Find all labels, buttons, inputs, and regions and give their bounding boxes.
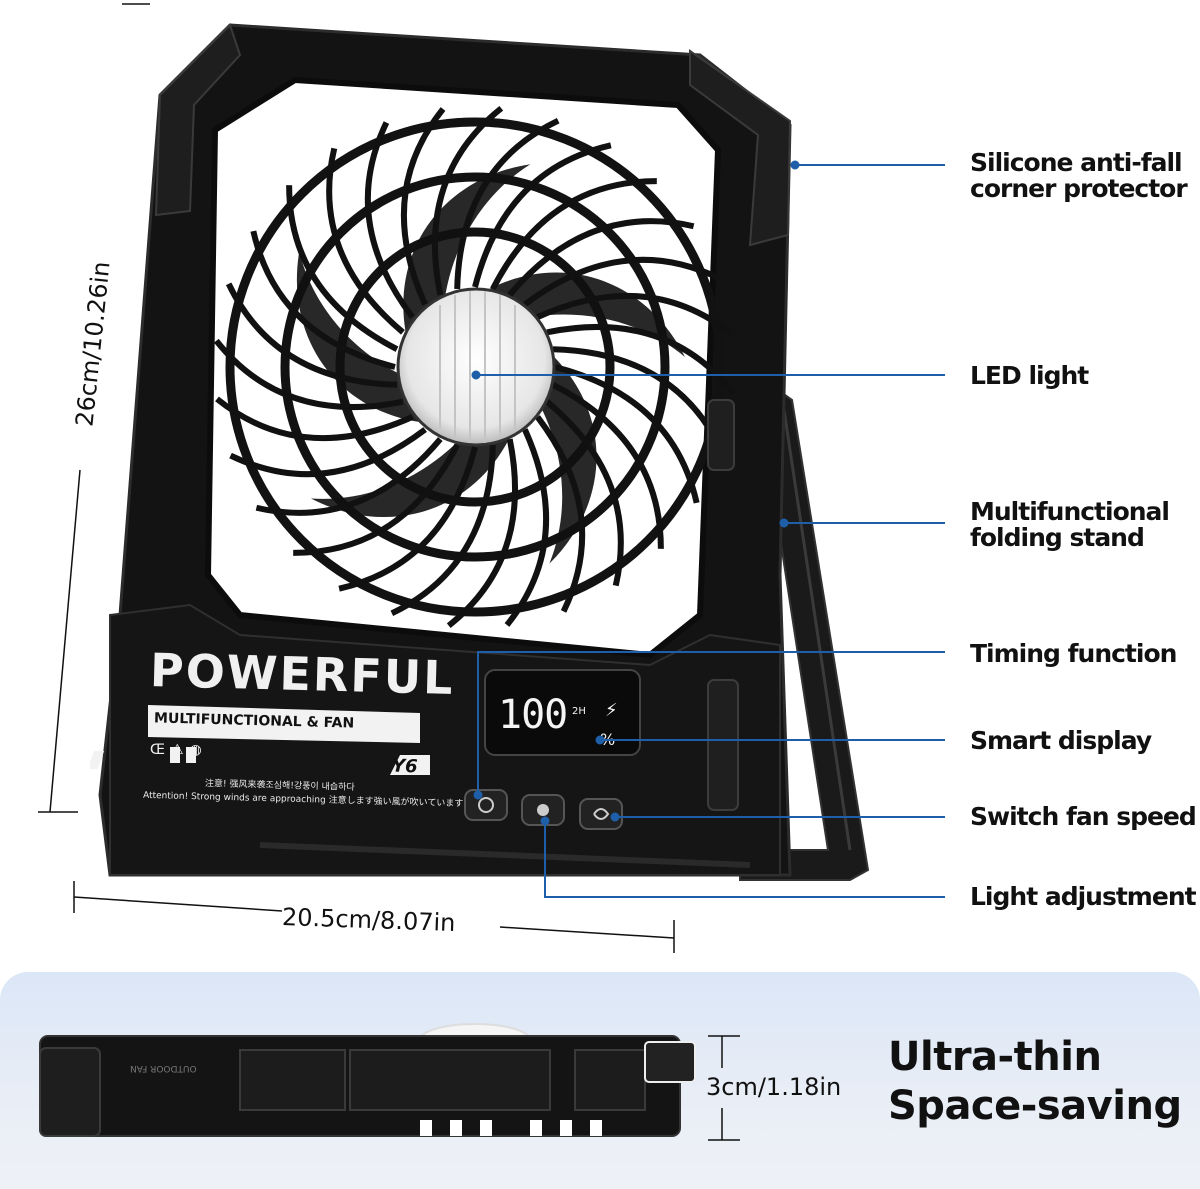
width-dimension (73, 881, 675, 953)
grille-rib (446, 438, 519, 629)
fan-body (90, 23, 792, 877)
grille-rib (507, 218, 695, 297)
slogan-line-2: Space-saving (888, 1083, 1182, 1129)
grille-rib (326, 147, 405, 335)
fan-blade (475, 272, 685, 357)
callout-led-line1: LED light (970, 361, 1089, 390)
grille-rib (255, 437, 443, 516)
grille-rib (229, 427, 427, 478)
callout-corner-line2: corner protector (970, 174, 1188, 203)
grille-rib (225, 282, 398, 388)
warning-icon: ⚠ (170, 742, 190, 758)
callout-stand-line2: folding stand (970, 523, 1145, 552)
display-timer: 2H (572, 706, 586, 717)
grille-rib (545, 399, 624, 587)
callout-light-adjustment: Light adjustment (970, 882, 1197, 911)
grille-rib (536, 292, 735, 338)
grille-rib (250, 230, 396, 370)
folding-stand (739, 388, 870, 881)
grille-rib (338, 446, 478, 592)
thickness-label: 3cm/1.18in (706, 1073, 842, 1101)
fan-side-view (39, 1023, 696, 1137)
grille-rib (293, 443, 460, 556)
grille-rib (286, 185, 399, 352)
height-dimension (38, 3, 150, 813)
side-label: OUTDOOR FAN (130, 1063, 197, 1073)
callout-smart-display: Smart display (970, 726, 1152, 755)
callout-led-light: LED light (970, 361, 1089, 390)
ce-icon: Œ (150, 742, 171, 758)
callout-light-line1: Light adjustment (970, 882, 1197, 911)
grille-rib (431, 105, 504, 296)
grille-rib (213, 338, 404, 411)
smart-display-screen (484, 669, 641, 756)
certification-icons: Œ⚠◍ (150, 742, 208, 758)
thickness-dimension (708, 1035, 740, 1141)
charging-icon: ⚡ (605, 700, 618, 721)
slogan-line-1: Ultra-thin (888, 1034, 1102, 1080)
callout-speed-line1: Switch fan speed (970, 802, 1197, 831)
display-value: 100 (498, 692, 568, 738)
grille-rib (490, 178, 657, 291)
grille-rib (400, 107, 446, 306)
callout-corner-line1: Silicone anti-fall (970, 148, 1183, 177)
grille-rib (504, 428, 550, 627)
callout-stand-line1: Multifunctional (970, 497, 1170, 526)
grille-rib (535, 415, 586, 613)
callout-lines (471, 160, 945, 898)
grille-rib (390, 444, 496, 617)
callout-corner-protector: Silicone anti-fall corner protector (970, 148, 1188, 203)
grille-rib (364, 121, 415, 319)
callout-folding-stand: Multifunctional folding stand (970, 497, 1170, 552)
grille-rib (215, 396, 414, 442)
grille-rib (472, 142, 612, 288)
grille-rib (454, 117, 560, 290)
callout-display-line1: Smart display (970, 726, 1152, 755)
grille-rib (523, 256, 721, 307)
grille-rib (551, 382, 664, 549)
callout-timing-line1: Timing function (970, 639, 1177, 668)
callout-timing: Timing function (970, 639, 1177, 668)
globe-icon: ◍ (189, 742, 208, 758)
speed-button (579, 798, 623, 830)
callout-fan-speed: Switch fan speed (970, 802, 1197, 831)
